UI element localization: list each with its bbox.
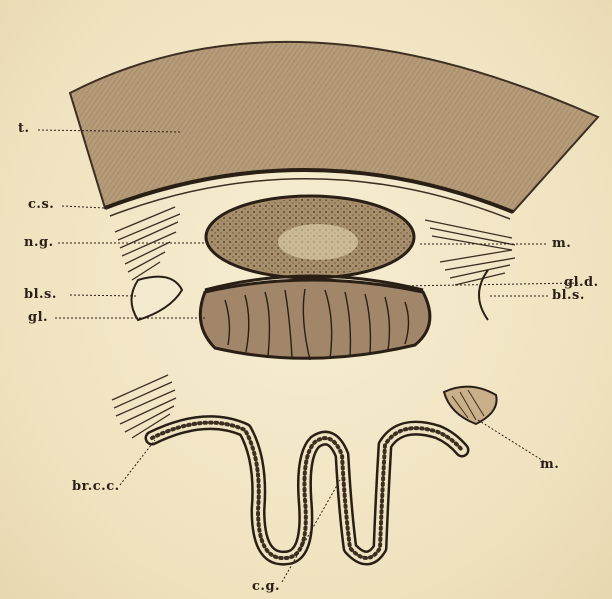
muscle-lower-right [444,387,497,424]
label-cs: c.s. [28,198,54,211]
blood-sinus-left [132,277,183,320]
label-cg: c.g. [252,580,280,593]
label-t: t. [18,122,30,135]
label-gl: gl. [28,311,48,324]
label-m-right: m. [552,237,571,250]
label-m-lower: m. [540,458,559,471]
cuticle-hatching [70,42,598,212]
muscle-fibres-upper-right [425,220,515,285]
gland-body [200,280,430,358]
label-bls-left: bl.s. [24,288,57,301]
label-brcc: br.c.c. [72,480,120,493]
nerve-ganglion-highlight [278,224,358,260]
label-bls-right: bl.s. [552,289,585,302]
label-ng: n.g. [24,236,54,249]
